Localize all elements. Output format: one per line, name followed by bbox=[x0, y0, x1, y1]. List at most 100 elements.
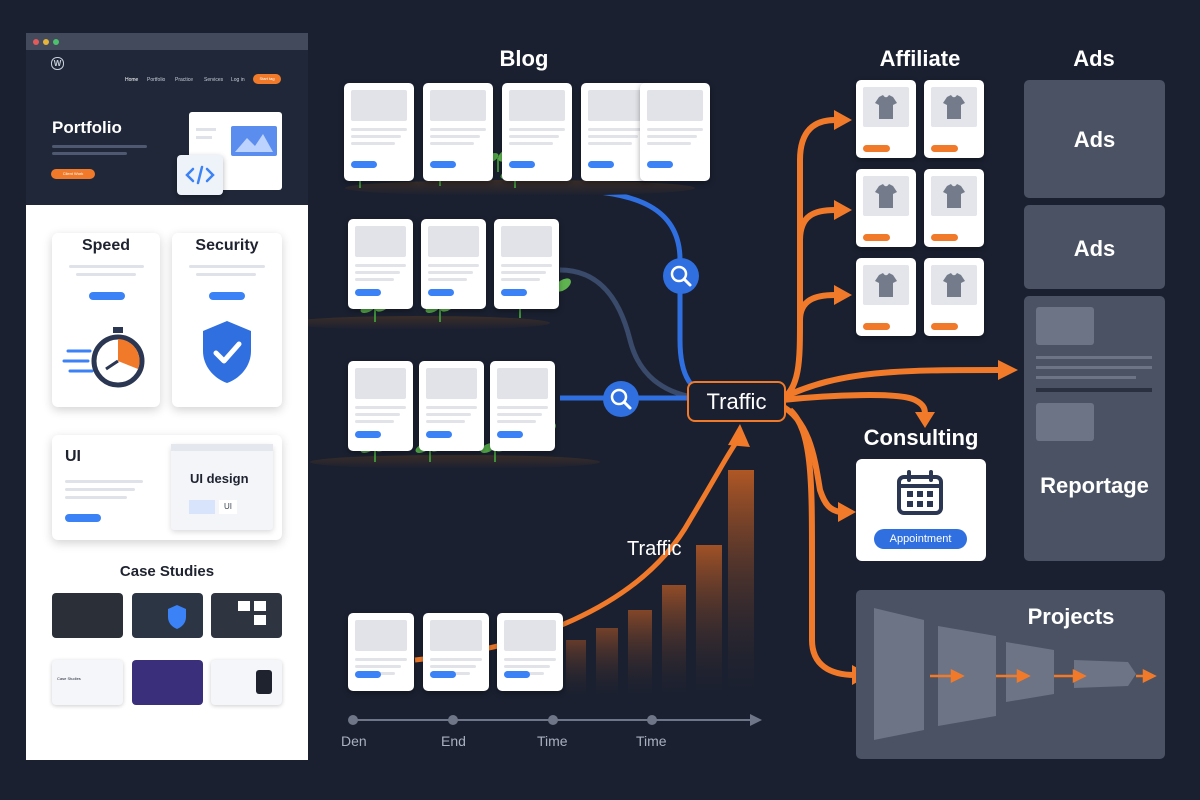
security-button[interactable] bbox=[209, 292, 245, 300]
read-more-button[interactable] bbox=[504, 671, 530, 678]
hero-title: Portfolio bbox=[52, 118, 122, 137]
calendar-icon bbox=[897, 470, 943, 515]
read-more-button[interactable] bbox=[430, 161, 456, 168]
text-line bbox=[189, 265, 265, 268]
post-image-placeholder bbox=[351, 90, 407, 121]
traffic-growth-curve bbox=[414, 438, 740, 663]
nav-practice[interactable]: Practice bbox=[175, 77, 194, 83]
search-icon bbox=[663, 258, 699, 294]
text-line bbox=[430, 142, 474, 145]
blog-post-card[interactable] bbox=[497, 613, 563, 691]
buy-button[interactable] bbox=[931, 145, 958, 152]
post-image-placeholder bbox=[588, 90, 644, 121]
blog-post-card[interactable] bbox=[419, 361, 484, 451]
read-more-button[interactable] bbox=[355, 671, 381, 678]
text-line bbox=[501, 278, 540, 281]
read-more-button[interactable] bbox=[588, 161, 614, 168]
post-image-placeholder bbox=[501, 226, 552, 257]
case-study-thumbnail[interactable] bbox=[211, 660, 282, 705]
buy-button[interactable] bbox=[863, 234, 890, 241]
close-dot bbox=[33, 39, 39, 45]
case-study-thumbnail[interactable] bbox=[132, 660, 203, 705]
projects-funnel bbox=[874, 608, 1157, 740]
reportage-image bbox=[1036, 307, 1094, 345]
post-image-placeholder bbox=[355, 620, 407, 651]
read-more-button[interactable] bbox=[501, 289, 527, 296]
thumb-tile bbox=[238, 601, 250, 611]
projects-panel: Projects bbox=[856, 590, 1165, 759]
nav-home[interactable]: Home bbox=[125, 77, 139, 83]
shield-check-icon bbox=[203, 321, 251, 383]
text-line bbox=[196, 273, 256, 276]
read-more-button[interactable] bbox=[351, 161, 377, 168]
blog-post-card[interactable] bbox=[490, 361, 555, 451]
affiliate-product-card[interactable] bbox=[856, 169, 916, 247]
post-image-placeholder bbox=[426, 368, 477, 399]
blog-post-card[interactable] bbox=[581, 83, 651, 181]
blog-post-card[interactable] bbox=[344, 83, 414, 181]
read-more-button[interactable] bbox=[355, 289, 381, 296]
timeline-tick: Time bbox=[636, 733, 667, 749]
product-image bbox=[931, 176, 977, 216]
read-more-button[interactable] bbox=[509, 161, 535, 168]
blog-post-card[interactable] bbox=[421, 219, 486, 309]
illustration-line bbox=[196, 128, 216, 131]
text-line bbox=[504, 658, 556, 661]
buy-button[interactable] bbox=[863, 145, 890, 152]
ads-panel: Ads bbox=[1024, 205, 1165, 289]
hero-text-line bbox=[52, 145, 147, 148]
hero-button[interactable]: Client Work bbox=[51, 169, 95, 179]
consulting-card: Appointment bbox=[856, 459, 986, 561]
buy-button[interactable] bbox=[931, 234, 958, 241]
blog-post-card[interactable] bbox=[423, 613, 489, 691]
blog-post-card[interactable] bbox=[502, 83, 572, 181]
read-more-button[interactable] bbox=[430, 671, 456, 678]
affiliate-product-card[interactable] bbox=[924, 80, 984, 158]
text-line bbox=[497, 413, 542, 416]
affiliate-product-card[interactable] bbox=[856, 80, 916, 158]
text-line bbox=[647, 135, 697, 138]
wordpress-icon: W bbox=[51, 57, 64, 70]
case-study-thumbnail[interactable] bbox=[52, 593, 123, 638]
blog-post-card[interactable] bbox=[423, 83, 493, 181]
appointment-button[interactable]: Appointment bbox=[874, 529, 967, 549]
post-image-placeholder bbox=[428, 226, 479, 257]
nav-services[interactable]: Services bbox=[204, 77, 224, 83]
blog-post-card[interactable] bbox=[494, 219, 559, 309]
blog-post-card[interactable] bbox=[348, 361, 413, 451]
affiliate-heading: Affiliate bbox=[879, 46, 961, 71]
affiliate-product-card[interactable] bbox=[924, 258, 984, 336]
buy-button[interactable] bbox=[863, 323, 890, 330]
read-more-button[interactable] bbox=[497, 431, 523, 438]
ui-button[interactable] bbox=[65, 514, 101, 522]
read-more-button[interactable] bbox=[647, 161, 673, 168]
nav-cta-button[interactable]: Start tag bbox=[253, 74, 281, 84]
case-study-thumbnail[interactable] bbox=[211, 593, 282, 638]
text-line bbox=[426, 406, 477, 409]
text-line bbox=[351, 135, 401, 138]
blog-post-card[interactable] bbox=[348, 219, 413, 309]
nav-login[interactable]: Log in bbox=[231, 77, 245, 83]
case-study-thumbnail[interactable] bbox=[132, 593, 203, 638]
speed-button[interactable] bbox=[89, 292, 125, 300]
blog-post-card[interactable] bbox=[640, 83, 710, 181]
affiliate-product-card[interactable] bbox=[924, 169, 984, 247]
timeline-tick: Time bbox=[537, 733, 568, 749]
read-more-button[interactable] bbox=[428, 289, 454, 296]
read-more-button[interactable] bbox=[426, 431, 452, 438]
traffic-hub: Traffic bbox=[687, 381, 786, 422]
case-study-thumbnail[interactable]: Case Studies bbox=[52, 660, 123, 705]
text-line bbox=[588, 135, 638, 138]
text-line bbox=[588, 142, 632, 145]
nav-portfolio[interactable]: Portfolio bbox=[147, 77, 166, 83]
ui-design-label: UI design bbox=[190, 471, 249, 486]
text-line bbox=[355, 278, 394, 281]
read-more-button[interactable] bbox=[355, 431, 381, 438]
tshirt-icon bbox=[875, 184, 897, 208]
text-line bbox=[509, 142, 553, 145]
product-image bbox=[863, 87, 909, 127]
product-image bbox=[931, 87, 977, 127]
buy-button[interactable] bbox=[931, 323, 958, 330]
affiliate-product-card[interactable] bbox=[856, 258, 916, 336]
blog-post-card[interactable] bbox=[348, 613, 414, 691]
